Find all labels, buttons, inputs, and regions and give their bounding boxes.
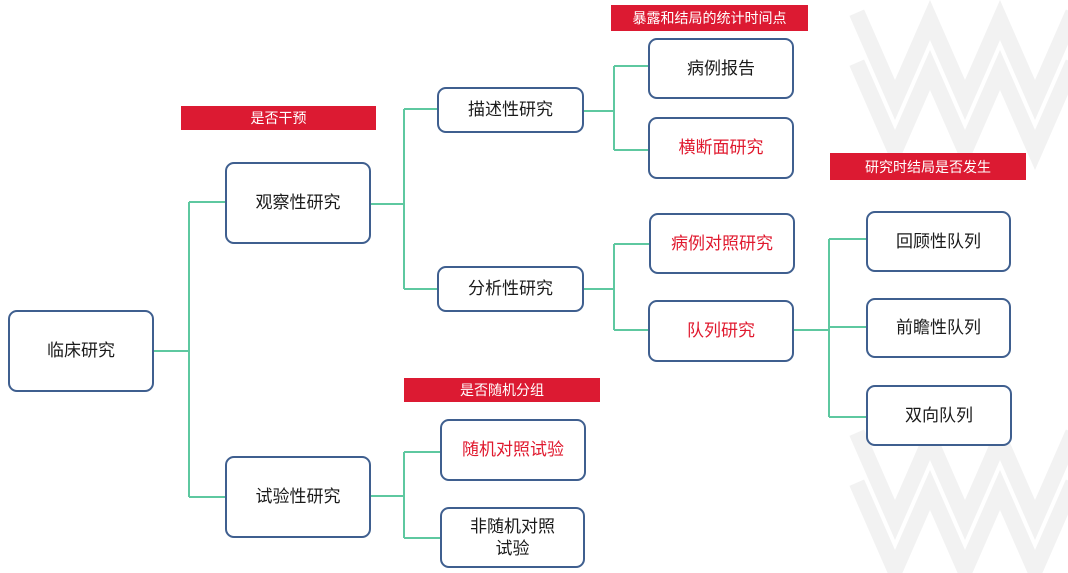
exposure-timing-criterion-tag: 暴露和结局的统计时间点: [611, 5, 808, 31]
case-report-node: 病例报告: [648, 38, 794, 99]
analytical-research-node: 分析性研究: [437, 266, 584, 312]
clinical-research-node: 临床研究: [8, 310, 154, 392]
intervention-criterion-tag: 是否干预: [181, 106, 376, 130]
cross-sectional-study-node: 横断面研究: [648, 117, 794, 179]
experimental-research-node: 试验性研究: [225, 456, 371, 538]
randomization-criterion-tag: 是否随机分组: [404, 378, 600, 402]
outcome-occurrence-criterion-tag: 研究时结局是否发生: [830, 153, 1026, 180]
descriptive-research-node: 描述性研究: [437, 87, 584, 133]
observational-research-node: 观察性研究: [225, 162, 371, 244]
randomized-controlled-trial-node: 随机对照试验: [440, 419, 586, 481]
cohort-study-node: 队列研究: [648, 300, 794, 362]
prospective-cohort-node: 前瞻性队列: [866, 298, 1011, 358]
bidirectional-cohort-node: 双向队列: [866, 385, 1012, 446]
non-randomized-controlled-trial-node: 非随机对照 试验: [440, 507, 585, 568]
retrospective-cohort-node: 回顾性队列: [866, 211, 1011, 272]
case-control-study-node: 病例对照研究: [649, 213, 795, 274]
